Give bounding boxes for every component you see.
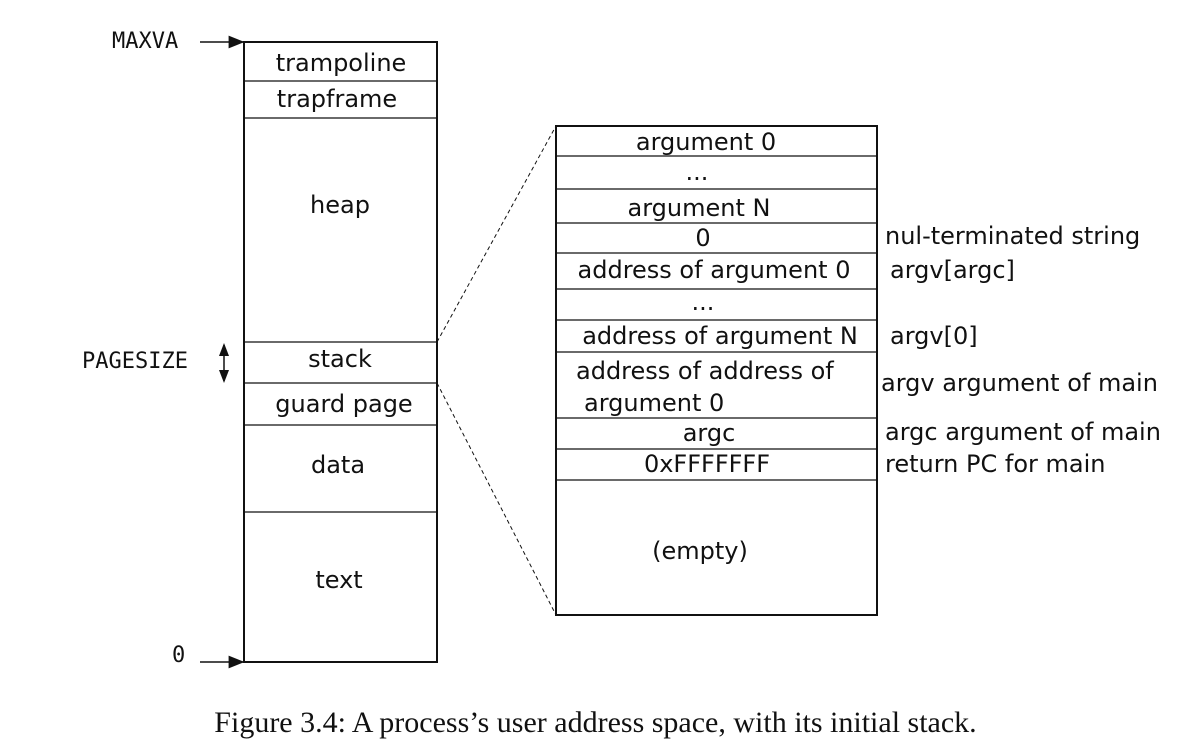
note-argv-argc: argv[argc] <box>890 256 1015 284</box>
note-argv-0: argv[0] <box>890 322 978 350</box>
address-space-column: trampoline trapframe heap stack guard pa… <box>243 41 438 663</box>
stack-row-empty: (empty) <box>652 537 748 565</box>
zoom-line-top <box>436 125 557 343</box>
pagesize-double-arrow-icon <box>219 343 229 383</box>
segment-stack: stack <box>308 345 372 373</box>
zero-label: 0 <box>172 643 185 668</box>
segment-data: data <box>311 451 365 479</box>
pagesize-label: PAGESIZE <box>82 349 188 374</box>
stack-row-address-of-address-line1: address of address of <box>576 357 834 385</box>
segment-trapframe: trapframe <box>277 85 397 113</box>
stack-row-address-argument-0: address of argument 0 <box>578 256 851 284</box>
address-space-diagram: trampoline trapframe heap stack guard pa… <box>82 29 1161 669</box>
stack-row-ellipsis: ... <box>686 158 709 186</box>
zoom-line-bottom <box>436 382 557 616</box>
maxva-label: MAXVA <box>112 29 178 54</box>
stack-row-address-of-address-line2: argument 0 <box>584 389 724 417</box>
note-return-pc: return PC for main <box>885 450 1105 478</box>
note-nul-terminated: nul-terminated string <box>885 222 1140 250</box>
stack-row-argument-n: argument N <box>628 194 771 222</box>
note-argc-argument: argc argument of main <box>885 418 1161 446</box>
segment-text: text <box>315 566 362 594</box>
stack-row-argument-0: argument 0 <box>636 128 776 156</box>
stack-annotations: nul-terminated string argv[argc] argv[0]… <box>881 222 1161 478</box>
stack-detail-column: argument 0 ... argument N 0 address of a… <box>555 125 878 616</box>
segment-heap: heap <box>310 191 370 219</box>
stack-row-return-pc: 0xFFFFFFF <box>644 450 770 478</box>
stack-detail-box <box>555 125 878 616</box>
address-space-box <box>243 41 438 663</box>
segment-trampoline: trampoline <box>276 49 407 77</box>
segment-guard-page: guard page <box>275 390 412 418</box>
figure-caption: Figure 3.4: A process’s user address spa… <box>214 706 977 739</box>
address-labels: MAXVA 0 PAGESIZE <box>82 29 245 669</box>
note-argv-argument: argv argument of main <box>881 369 1158 397</box>
stack-row-ellipsis: ... <box>692 288 715 316</box>
stack-row-address-argument-n: address of argument N <box>582 322 858 350</box>
stack-row-argc: argc <box>683 419 736 447</box>
stack-row-zero: 0 <box>695 224 710 252</box>
